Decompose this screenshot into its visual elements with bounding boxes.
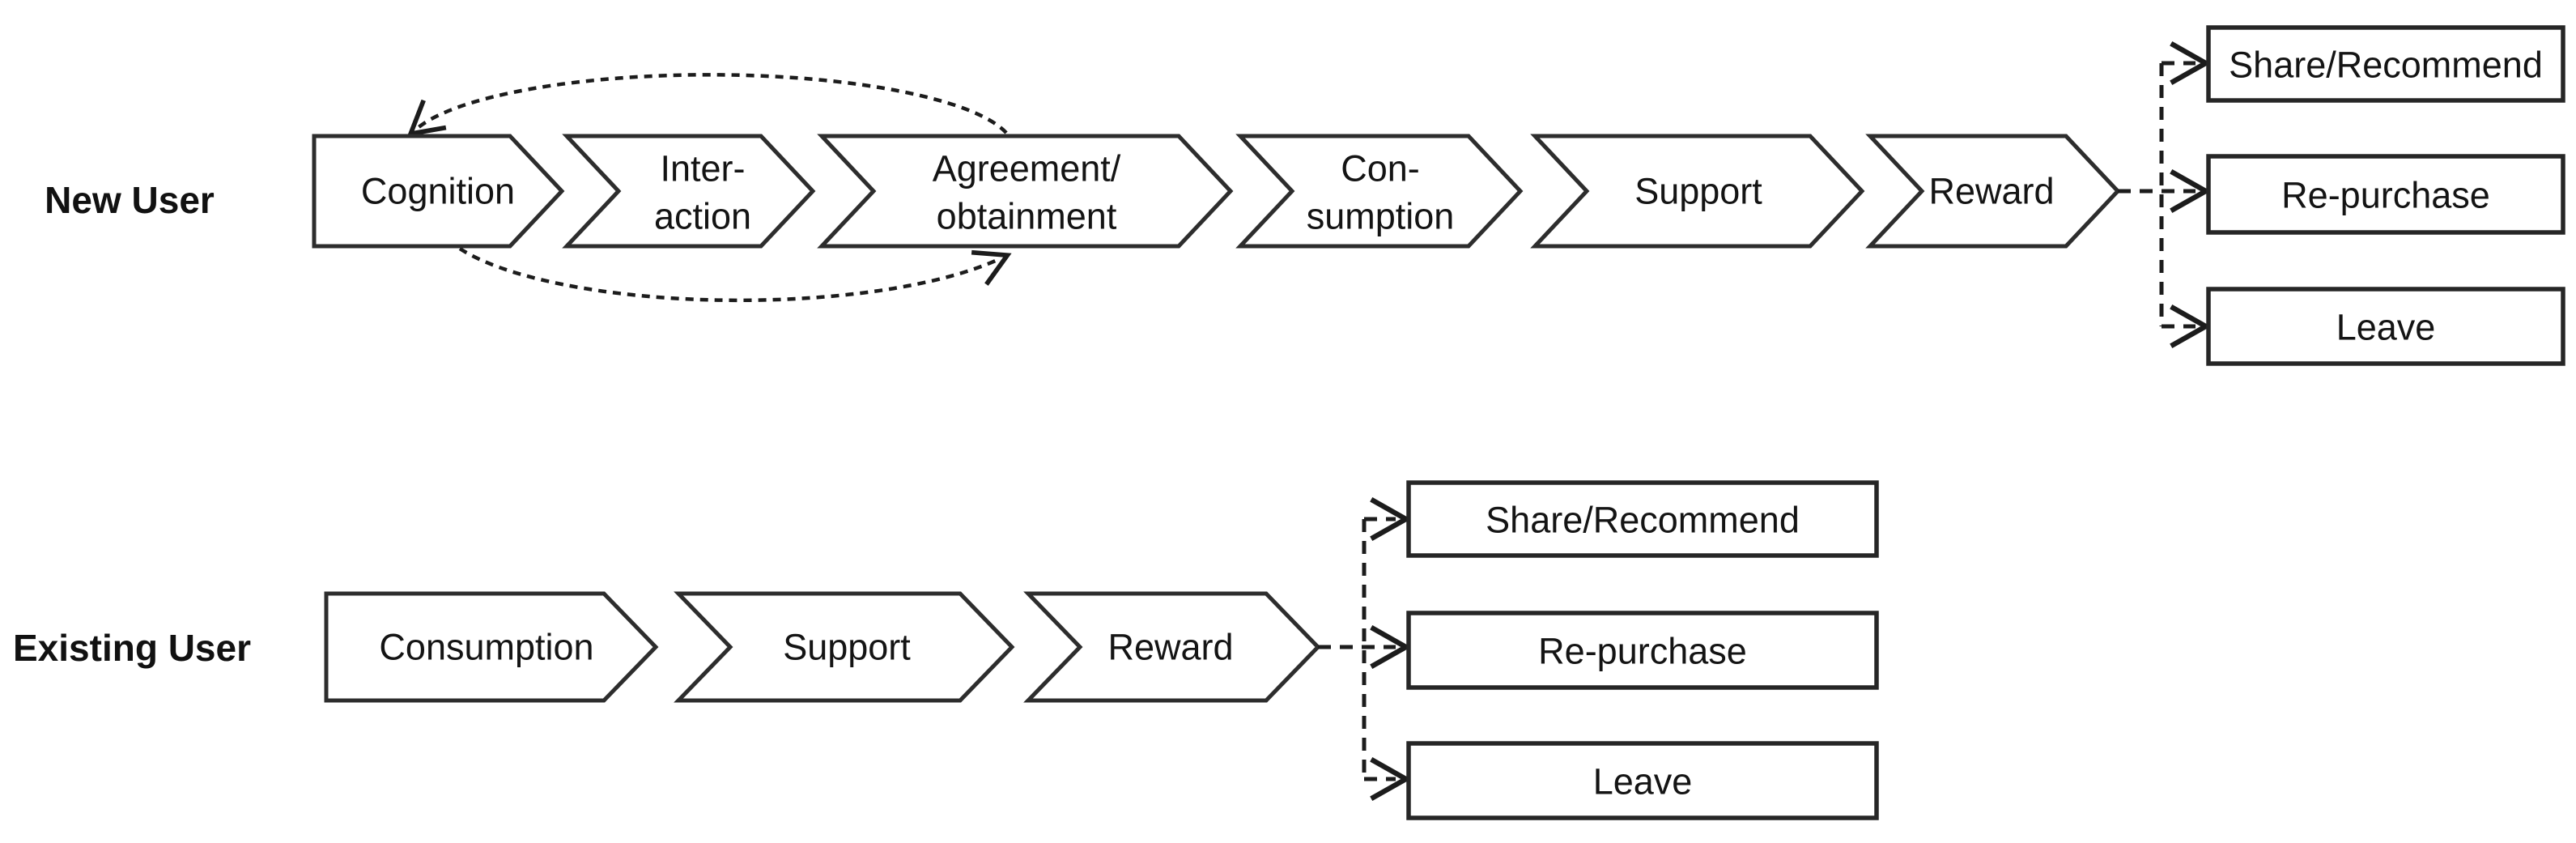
new-user-outcome-box-share-recommend [2206,25,2565,103]
new-user-stage-label-agreement-line1: Agreement/ [933,148,1121,189]
loop-arc-top [406,73,1008,137]
existing-user-stage-label-support: Support [783,627,911,668]
existing-user-outcome-label-share-recommend: Share/Recommend [1486,500,1800,541]
new-user-outcome-label-repurchase: Re-purchase [2281,175,2490,216]
new-user-stage-shape-support [1530,134,1865,249]
new-user-stage-shape-agreement-obtainment [817,134,1234,249]
new-user-stage-shape-interaction [562,134,816,249]
new-user-outcome-box-repurchase [2206,154,2565,235]
new-user-stage-label-interaction-line2: action [654,196,751,237]
new-user-outcome-label-leave: Leave [2336,307,2436,348]
existing-user-stage-label-reward: Reward [1107,627,1233,668]
new-user-stage-label-agreement-line2: obtainment [937,196,1117,237]
new-user-row-label: New User [45,179,215,221]
existing-user-row-label: Existing User [13,627,251,669]
new-user-stage-label-support: Support [1634,171,1762,212]
existing-user-outcome-box-leave [1406,741,1879,820]
existing-user-outcome-label-leave: Leave [1593,761,1693,803]
new-user-stage-label-consumption-line2: sumption [1307,196,1455,237]
new-user-stage-label-reward: Reward [1928,171,2054,212]
new-user-stage-label-consumption-line1: Con- [1341,148,1420,189]
new-user-stage-shape-cognition [312,134,565,249]
existing-user-stage-label-consumption: Consumption [379,627,593,668]
existing-user-stage-shape-reward [1023,591,1321,703]
existing-user-outcome-box-repurchase [1406,611,1879,690]
existing-user-stage-shape-support [674,591,1015,703]
new-user-outcome-label-share-recommend: Share/Recommend [2229,45,2543,86]
existing-user-outcome-box-share-recommend [1406,480,1879,558]
new-user-outcome-box-leave [2206,287,2565,366]
existing-user-stage-shape-consumption [324,591,659,703]
new-user-stage-label-cognition: Cognition [361,171,515,212]
new-user-stage-label-interaction-line1: Inter- [660,148,745,189]
new-user-stage-shape-reward [1865,134,2121,249]
new-user-stage-shape-consumption [1235,134,1524,249]
loop-arc-bottom [458,247,1012,303]
existing-user-outcome-label-repurchase: Re-purchase [1538,631,1747,672]
